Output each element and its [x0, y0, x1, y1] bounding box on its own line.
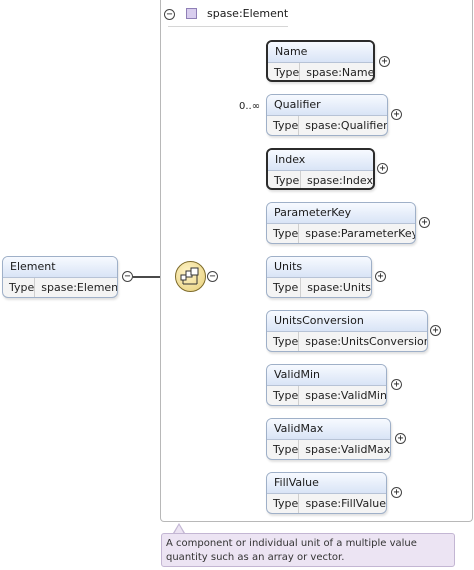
child-type-value: spase:Index	[307, 174, 373, 187]
complex-type-icon	[186, 8, 197, 19]
child-type-key: Type	[267, 116, 300, 135]
child-type-row: Type spase:Qualifier	[267, 116, 388, 135]
child-name-label: Name	[268, 42, 373, 63]
group-header-divider	[168, 26, 288, 27]
child-node-qualifier[interactable]: Qualifier Type spase:Qualifier	[266, 94, 388, 136]
sequence-glyph-icon	[180, 267, 199, 285]
child-type-key: Type	[267, 440, 300, 459]
expand-units-icon[interactable]: +	[375, 271, 386, 282]
child-type-value: spase:Units	[307, 281, 371, 294]
child-type-value: spase:Qualifier	[305, 119, 388, 132]
child-node-unitsconversion[interactable]: UnitsConversion Type spase:UnitsConversio…	[266, 310, 428, 352]
child-node-index[interactable]: Index Type spase:Index	[266, 148, 375, 190]
expand-fillvalue-icon[interactable]: +	[391, 487, 402, 498]
child-type-row: Type spase:ValidMin	[267, 386, 387, 405]
root-type-key: Type	[3, 278, 36, 297]
child-node-fillvalue[interactable]: FillValue Type spase:FillValue	[266, 472, 387, 514]
child-type-value: spase:ValidMin	[305, 389, 387, 402]
child-node-validmin[interactable]: ValidMin Type spase:ValidMin	[266, 364, 387, 406]
child-type-row: Type spase:UnitsConversion	[267, 332, 428, 351]
root-collapse-icon[interactable]: −	[122, 271, 133, 282]
documentation-annotation: A component or individual unit of a mult…	[161, 533, 455, 567]
documentation-callout-pointer-fill	[174, 525, 184, 534]
child-type-row: Type spase:Name	[268, 63, 375, 80]
child-name-label: FillValue	[267, 473, 386, 494]
child-type-key: Type	[268, 171, 302, 188]
child-type-key: Type	[267, 494, 300, 513]
child-type-value: spase:ValidMax	[305, 443, 391, 456]
child-type-key: Type	[267, 332, 300, 351]
expand-validmax-icon[interactable]: +	[395, 433, 406, 444]
child-node-validmax[interactable]: ValidMax Type spase:ValidMax	[266, 418, 391, 460]
child-name-label: Units	[267, 257, 371, 278]
child-name-label: ParameterKey	[267, 203, 415, 224]
child-type-key: Type	[268, 63, 301, 80]
child-type-key: Type	[267, 386, 300, 405]
expand-index-icon[interactable]: +	[377, 163, 388, 174]
child-type-row: Type spase:ValidMax	[267, 440, 391, 459]
child-type-value: spase:ParameterKey	[305, 227, 416, 240]
child-type-row: Type spase:Units	[267, 278, 371, 297]
expand-unitsconversion-icon[interactable]: +	[430, 325, 441, 336]
child-type-row: Type spase:ParameterKey	[267, 224, 416, 243]
expand-parameterkey-icon[interactable]: +	[419, 217, 430, 228]
expand-validmin-icon[interactable]: +	[391, 379, 402, 390]
group-collapse-icon[interactable]: −	[164, 9, 175, 20]
child-node-name[interactable]: Name Type spase:Name	[266, 40, 375, 82]
qualifier-occurrence: 0..∞	[239, 101, 261, 112]
child-type-value: spase:FillValue	[305, 497, 386, 510]
child-node-parameterkey[interactable]: ParameterKey Type spase:ParameterKey	[266, 202, 416, 244]
root-element-type-row: Type spase:Element	[3, 278, 118, 297]
group-label: spase:Element	[207, 7, 289, 20]
child-name-label: Qualifier	[267, 95, 387, 116]
child-node-units[interactable]: Units Type spase:Units	[266, 256, 372, 298]
child-name-label: ValidMax	[267, 419, 390, 440]
sequence-compositor-icon[interactable]	[175, 261, 206, 292]
sequence-collapse-icon[interactable]: −	[207, 271, 218, 282]
child-type-value: spase:Name	[306, 66, 375, 79]
child-type-key: Type	[267, 224, 300, 243]
child-type-row: Type spase:Index	[268, 171, 373, 188]
expand-qualifier-icon[interactable]: +	[391, 109, 402, 120]
child-type-key: Type	[267, 278, 302, 297]
root-type-value: spase:Element	[41, 281, 118, 294]
root-element-node[interactable]: Element Type spase:Element	[2, 256, 118, 298]
child-name-label: ValidMin	[267, 365, 386, 386]
child-type-value: spase:UnitsConversion	[305, 335, 428, 348]
expand-name-icon[interactable]: +	[379, 56, 390, 67]
child-name-label: UnitsConversion	[267, 311, 427, 332]
child-name-label: Index	[268, 150, 373, 171]
child-type-row: Type spase:FillValue	[267, 494, 386, 513]
root-element-name: Element	[3, 257, 117, 278]
